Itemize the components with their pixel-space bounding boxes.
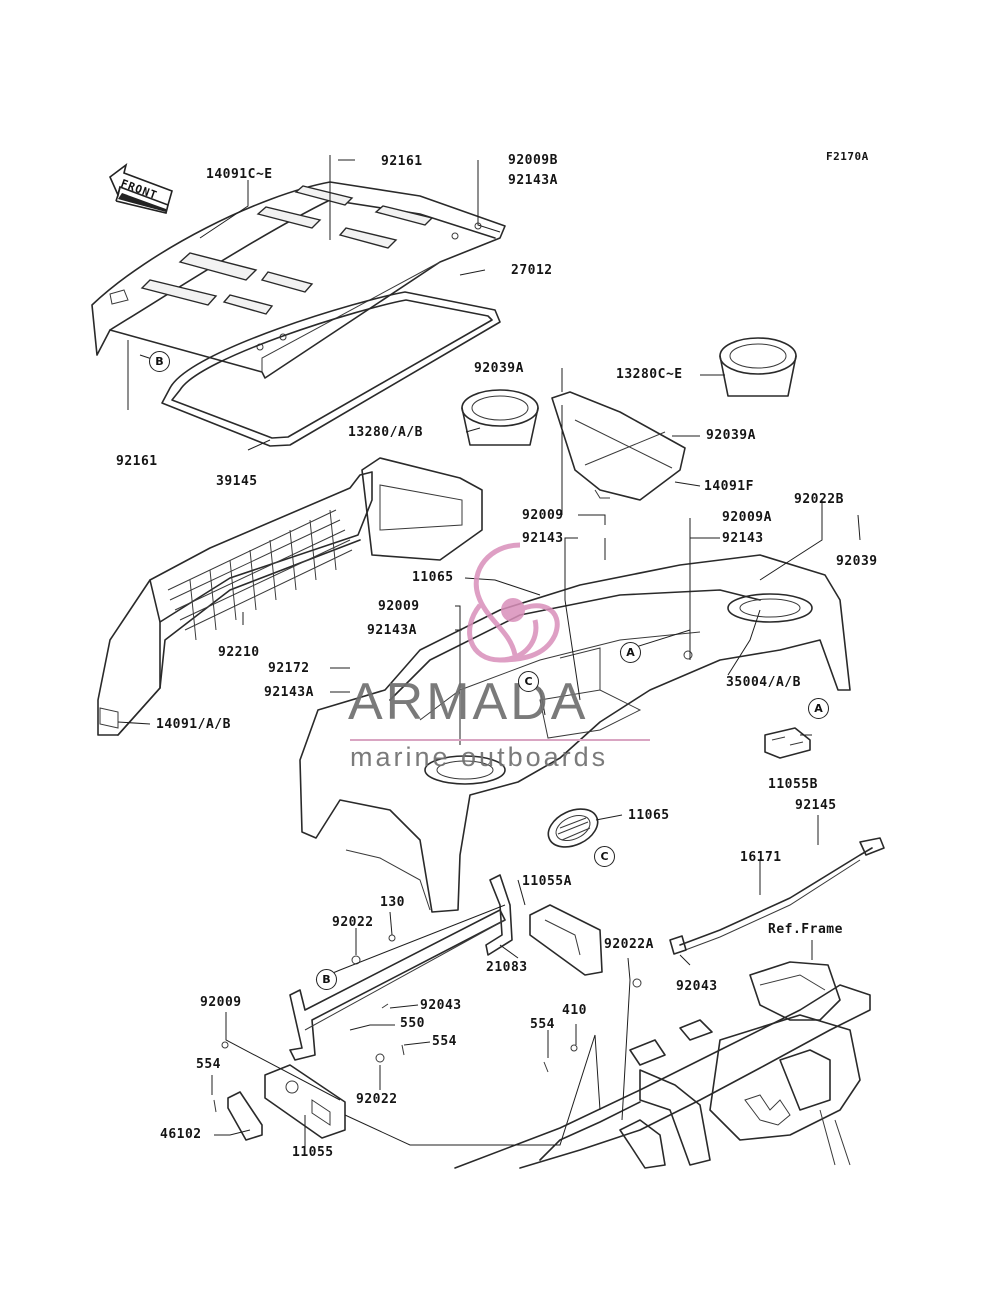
seal-39145 [161, 291, 501, 447]
cable-16171 [669, 837, 885, 955]
part-label: 92009 [200, 995, 242, 1010]
speaker-11065 [547, 808, 599, 848]
callout-b: B [316, 969, 337, 990]
part-label: 92143A [264, 685, 314, 700]
part-label: 92009B [508, 153, 558, 168]
leader-lines [117, 155, 861, 1148]
part-label: 14091F [704, 479, 754, 494]
part-label: 92043 [420, 998, 462, 1013]
bracket-21083 [485, 874, 513, 956]
part-label: 11065 [412, 570, 454, 585]
part-label: 11055A [522, 874, 572, 889]
tray-14091f [551, 391, 686, 501]
part-label: 550 [400, 1016, 425, 1031]
part-label: 11055 [292, 1145, 334, 1160]
rod-46102 [227, 1091, 263, 1141]
watermark-divider [350, 739, 650, 741]
part-label: 92161 [116, 454, 158, 469]
callout-a: A [808, 698, 829, 719]
part-label: 92022A [604, 937, 654, 952]
part-label: 92172 [268, 661, 310, 676]
part-label: 410 [562, 1003, 587, 1018]
part-label: 92022 [332, 915, 374, 930]
diagram-code: F2170A [826, 150, 869, 163]
plate-11055 [264, 1064, 346, 1139]
watermark-brand-name: ARMADA [348, 673, 589, 731]
part-label: 92210 [218, 645, 260, 660]
reference-frame [454, 961, 871, 1169]
cup-holder-13280ce [719, 337, 797, 397]
part-label: 27012 [511, 263, 553, 278]
part-label: 92145 [795, 798, 837, 813]
part-label: 92022B [794, 492, 844, 507]
dash-35004 [299, 554, 851, 913]
cup-holder-13280ab [461, 389, 539, 446]
part-label: 92143 [522, 531, 564, 546]
part-label: 92143A [367, 623, 417, 638]
part-label: 92009 [522, 508, 564, 523]
part-label: 92143A [508, 173, 558, 188]
callout-a: A [620, 642, 641, 663]
part-label: 92022 [356, 1092, 398, 1107]
front-grille [97, 457, 483, 736]
part-label: 92009 [378, 599, 420, 614]
bracket-11055b [764, 727, 811, 759]
part-label: 92039A [706, 428, 756, 443]
part-label: 16171 [740, 850, 782, 865]
watermark-logo-icon [467, 542, 560, 663]
part-label: 46102 [160, 1127, 202, 1142]
part-label: 92039A [474, 361, 524, 376]
reference-frame-label: Ref.Frame [768, 922, 843, 937]
part-label: 92039 [836, 554, 878, 569]
part-label: 11055B [768, 777, 818, 792]
part-label: 13280/A/B [348, 425, 423, 440]
support-bar [289, 909, 506, 1061]
part-label: 92143 [722, 531, 764, 546]
front-arrow-icon [109, 163, 173, 214]
callout-c: C [518, 671, 539, 692]
bracket-11055a [529, 904, 603, 976]
callout-b: B [149, 351, 170, 372]
part-label: 11065 [628, 808, 670, 823]
part-label: 92161 [381, 154, 423, 169]
small-fasteners [213, 934, 642, 1113]
roof-panel [91, 181, 506, 379]
watermark-tagline: marine outboards [350, 742, 609, 772]
part-label: 554 [432, 1034, 457, 1049]
part-label: 14091C~E [206, 167, 273, 182]
part-label: 554 [196, 1057, 221, 1072]
part-label: 92009A [722, 510, 772, 525]
part-label: 13280C~E [616, 367, 683, 382]
part-label: 92043 [676, 979, 718, 994]
part-label: 21083 [486, 960, 528, 975]
callout-c: C [594, 846, 615, 867]
part-label: 130 [380, 895, 405, 910]
part-label: 39145 [216, 474, 258, 489]
part-label: 35004/A/B [726, 675, 801, 690]
part-label: 14091/A/B [156, 717, 231, 732]
part-label: 554 [530, 1017, 555, 1032]
